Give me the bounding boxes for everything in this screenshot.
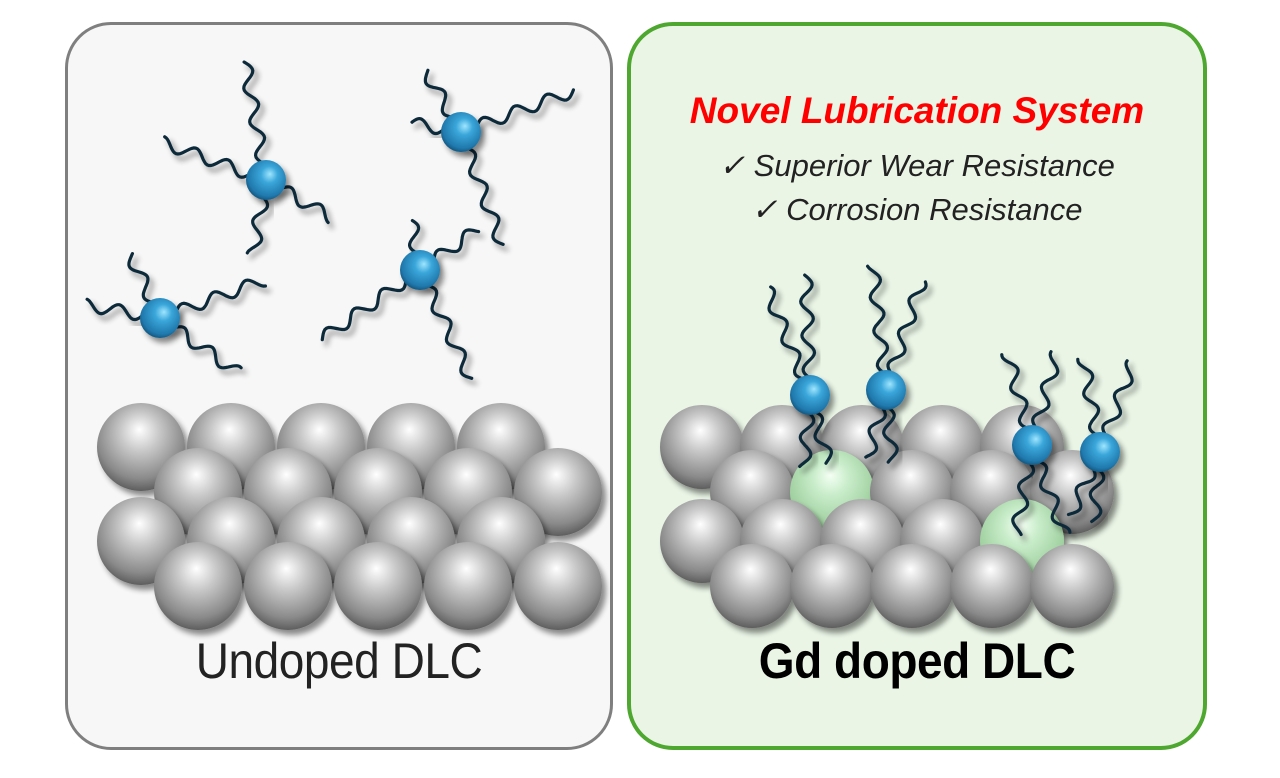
left-panel-text: Undoped DLC	[65, 22, 613, 750]
right-panel-text: Novel Lubrication System ✓ Superior Wear…	[627, 22, 1207, 750]
anchored-lubricant-molecules	[767, 264, 1134, 537]
carbon-sphere	[334, 542, 422, 630]
check-icon: ✓	[751, 192, 778, 227]
carbon-sphere	[514, 542, 602, 630]
panel-label-undoped: Undoped DLC	[195, 633, 483, 689]
alkyl-chain	[456, 130, 505, 246]
carbon-sphere	[870, 544, 954, 628]
carbon-sphere	[244, 542, 332, 630]
carbon-sphere	[424, 542, 512, 630]
alkyl-chain	[242, 60, 273, 182]
lubricant-molecule-core	[866, 370, 906, 410]
undoped-dlc-panel	[65, 22, 613, 750]
benefit-text: Superior Wear Resistance	[753, 148, 1115, 183]
carbon-sphere	[950, 544, 1034, 628]
check-icon: ✓	[719, 148, 746, 183]
alkyl-chain	[799, 273, 818, 397]
benefit-item: ✓ Superior Wear Resistance	[627, 148, 1207, 184]
benefit-item: ✓ Corrosion Resistance	[627, 192, 1207, 228]
free-lubricant-molecules	[85, 60, 575, 380]
benefit-text: Corrosion Resistance	[786, 192, 1083, 227]
undoped-substrate	[97, 403, 602, 630]
doped-substrate	[660, 405, 1114, 628]
panel-label-gd-doped: Gd doped DLC	[758, 633, 1076, 689]
alkyl-chain	[459, 88, 575, 137]
carbon-sphere	[154, 542, 242, 630]
alkyl-chain	[866, 264, 893, 392]
lubricant-molecule-core	[140, 298, 180, 338]
lubricant-molecule-core	[1012, 425, 1052, 465]
carbon-sphere	[710, 544, 794, 628]
alkyl-chain	[416, 268, 474, 380]
lubricant-molecule-core	[246, 160, 286, 200]
carbon-sphere	[790, 544, 874, 628]
lubricant-molecule-core	[400, 250, 440, 290]
alkyl-chain	[320, 267, 422, 342]
gd-doped-dlc-panel	[627, 22, 1207, 750]
carbon-sphere	[514, 448, 602, 536]
lubricant-molecule-core	[441, 112, 481, 152]
carbon-sphere	[1030, 544, 1114, 628]
headline-title: Novel Lubrication System	[689, 90, 1145, 131]
lubricant-molecule-core	[1080, 432, 1120, 472]
lubricant-molecule-core	[790, 375, 830, 415]
